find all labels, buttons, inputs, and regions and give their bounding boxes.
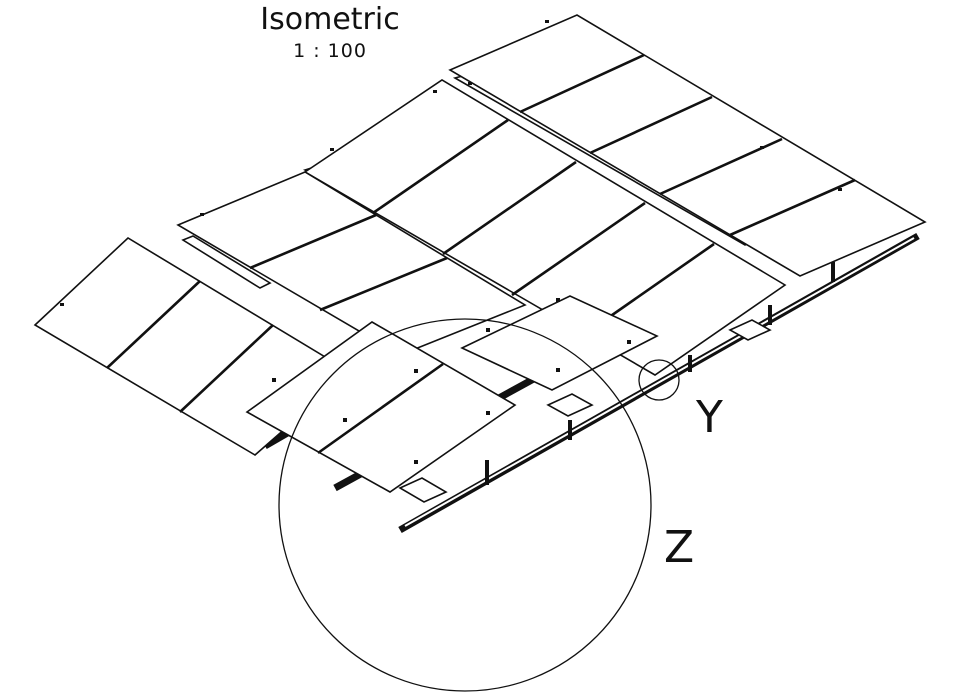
clamp: [760, 146, 764, 149]
panel-divider: [249, 213, 377, 270]
clamp: [343, 418, 347, 422]
detail-label-z: Z: [664, 522, 694, 573]
clamp: [200, 213, 204, 216]
clamp: [556, 298, 560, 302]
panel-array-outline: [460, 295, 659, 391]
panel-array-outline: [176, 171, 527, 356]
clamp: [627, 340, 631, 344]
panel-array-back-right: [448, 14, 927, 277]
panel-divider: [511, 201, 646, 297]
panel-array-middle: [303, 79, 787, 376]
clamp: [414, 460, 418, 464]
panel-divider: [729, 178, 856, 237]
panel-clamps: [60, 20, 842, 464]
panel-divider: [319, 256, 448, 312]
panel-divider: [317, 362, 444, 455]
panel-array-front-small: [460, 295, 659, 391]
panel-array-outline: [303, 79, 787, 376]
clamp: [272, 378, 276, 382]
clamp: [838, 188, 842, 191]
panel-array-outline: [448, 14, 927, 277]
panel-array-front-center: [245, 321, 517, 493]
panel-divider: [106, 280, 201, 369]
clamp: [414, 369, 418, 373]
detail-circle-y: [638, 359, 680, 401]
clamp: [486, 328, 490, 332]
clamp: [468, 82, 472, 85]
detail-circle-z: [278, 318, 652, 692]
clamp: [330, 148, 334, 151]
panel-divider: [372, 118, 509, 215]
panel-divider: [179, 324, 274, 413]
clamp: [60, 303, 64, 306]
panel-divider: [442, 160, 577, 256]
panel-divider: [589, 95, 713, 155]
panel-divider: [519, 53, 645, 114]
cross-beam: [181, 235, 272, 289]
panel-array-middle-left: [176, 171, 527, 356]
ballast-block: [728, 319, 772, 341]
clamp: [433, 90, 437, 93]
ballast-block: [398, 477, 448, 503]
clamp: [556, 368, 560, 372]
front-rail-highlight: [404, 237, 915, 527]
ballast-block: [546, 393, 594, 417]
clamp: [545, 20, 549, 23]
detail-label-y: Y: [695, 392, 723, 443]
view-scale: 1 : 100: [293, 40, 367, 62]
view-title: Isometric: [260, 2, 399, 37]
clamp: [486, 411, 490, 415]
